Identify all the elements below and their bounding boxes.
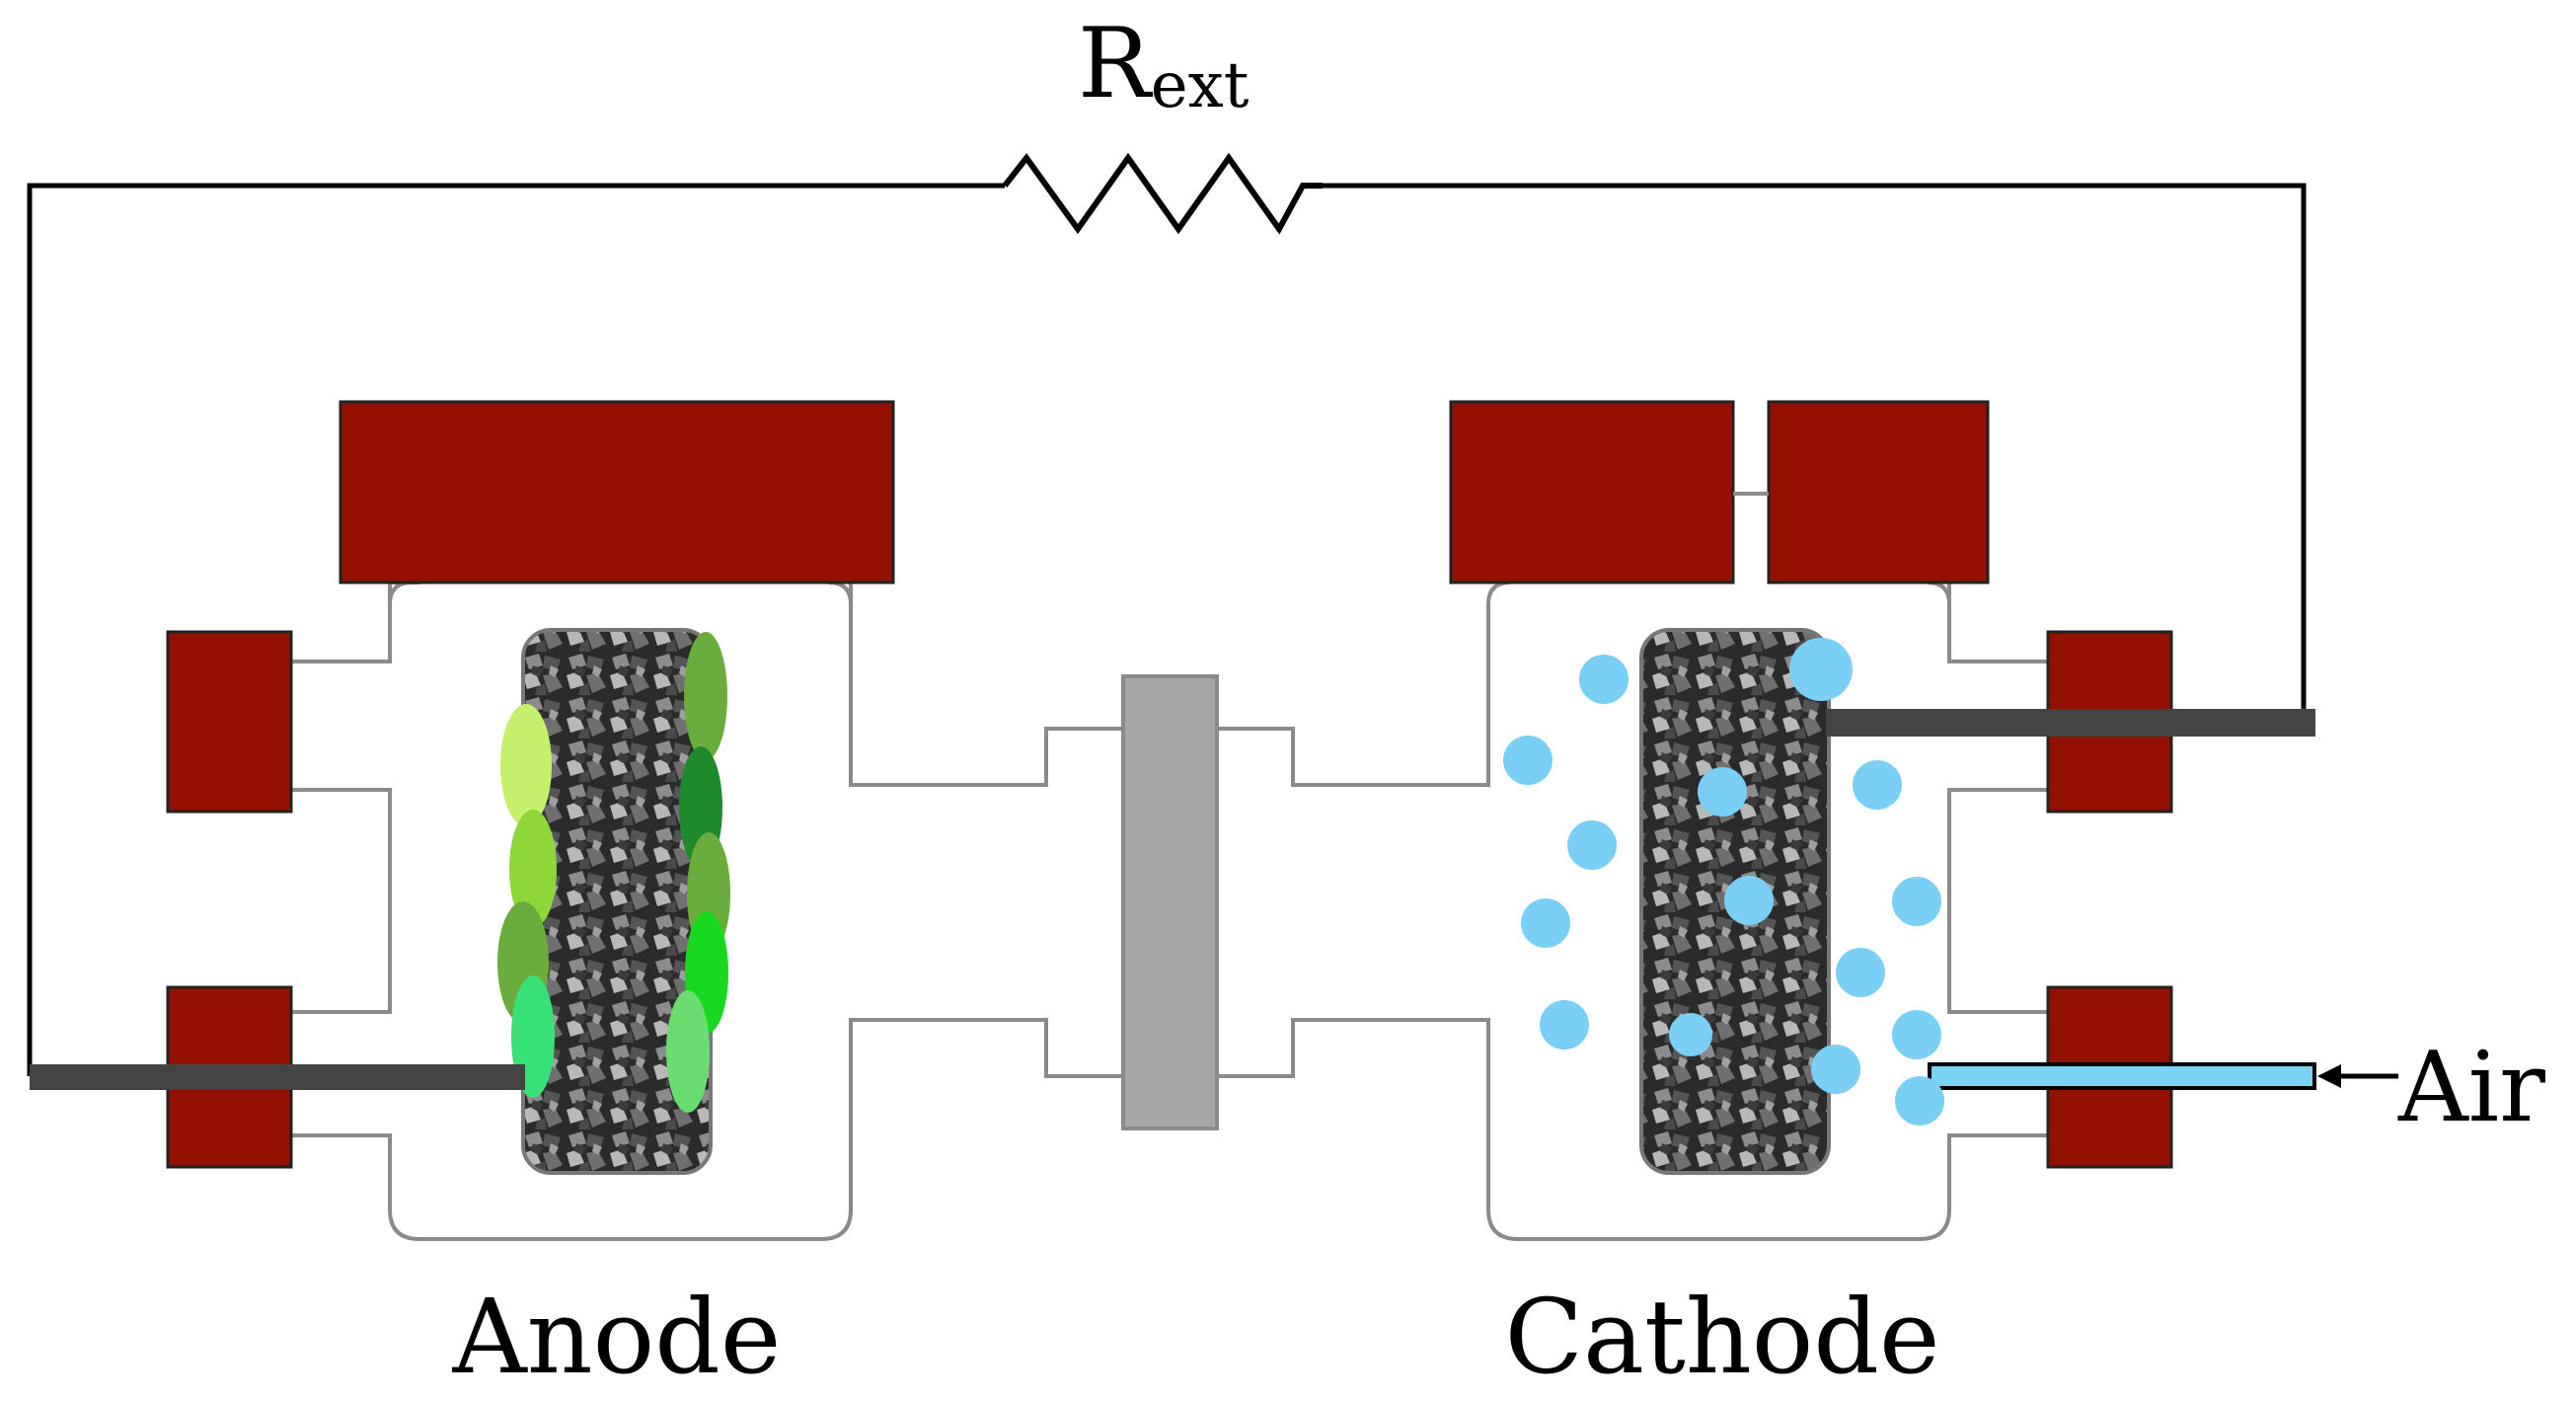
anode-top-clamp [339,400,895,584]
oxygen-bubble [1853,760,1902,810]
oxygen-bubble [1789,638,1853,701]
oxygen-bubble [1892,1010,1941,1059]
air-label: Air [2397,1032,2545,1144]
oxygen-bubble [1669,1013,1712,1056]
anode-left-upper-clamp [166,630,293,814]
cathode-top-right-clamp [1767,400,1990,584]
oxygen-bubble [1724,876,1774,925]
anode-rod [30,1064,525,1090]
oxygen-bubble [1567,820,1617,870]
oxygen-bubble [1540,1000,1589,1050]
arrow-left-icon [2317,1064,2398,1088]
anode-label: Anode [452,1277,782,1397]
oxygen-bubble [1892,877,1941,926]
oxygen-bubble [1521,898,1570,948]
cathode-label: Cathode [1504,1277,1939,1397]
oxygen-bubbles [1503,638,1944,1126]
resistor-zigzag-icon [1002,152,1323,235]
microbe [500,704,552,826]
membrane [1121,674,1219,1130]
oxygen-bubble [1579,655,1629,704]
cathode-rod [1826,709,2315,737]
oxygen-bubble [1698,767,1747,817]
air-tube [1928,1062,2316,1090]
oxygen-bubble [1503,736,1553,785]
microbe [509,810,557,928]
cathode-chamber-outline [1217,581,2048,1241]
resistor-label: Rext [1078,8,1250,122]
cathode-top-left-clamp [1449,400,1735,584]
oxygen-bubble [1836,948,1885,997]
microbe [684,632,727,760]
oxygen-bubble [1811,1045,1860,1094]
microbe [666,990,710,1113]
oxygen-bubble [1895,1076,1944,1126]
external-circuit-wire [27,183,2307,1076]
